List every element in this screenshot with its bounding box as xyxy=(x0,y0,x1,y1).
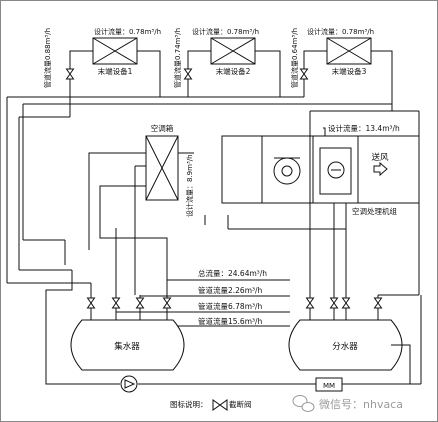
terminal-1-valve-icon xyxy=(66,68,74,80)
distributor-valve-2-icon xyxy=(330,297,338,309)
distributor-branches xyxy=(309,203,420,320)
pipe-flow-2-label: 管道流量6.78m³/h xyxy=(198,301,263,311)
terminal-1-pipe-flow: 管道流量0.88m³/h xyxy=(43,28,52,88)
water-collector: 集水器 xyxy=(70,319,185,371)
legend-prefix: 图标说明： xyxy=(170,399,208,409)
terminal-2-name: 末端设备2 xyxy=(216,66,251,76)
arrow-right-icon xyxy=(373,161,388,177)
air-box-name: 空调箱 xyxy=(151,123,174,133)
ahu-name: 空调处理机组 xyxy=(352,206,397,216)
watermark: 微信号：nhvaca xyxy=(292,395,403,412)
risers xyxy=(6,97,393,295)
terminal-3-design-flow: 设计流量：0.78m³/h xyxy=(307,27,374,36)
terminal-3-name: 末端设备3 xyxy=(332,66,367,76)
total-flow-label: 总流量：24.64m³/h xyxy=(198,268,267,278)
collector-valve-2-icon xyxy=(112,297,120,309)
pump-icon xyxy=(120,375,138,393)
fan-icon xyxy=(273,157,301,185)
supply-air-label: 送风 xyxy=(371,152,389,163)
terminal-2-design-flow: 设计流量：0.78m³/h xyxy=(192,27,259,36)
terminal-unit-3: 末端设备3 设计流量：0.78m³/h xyxy=(307,27,374,76)
pipe-flow-1-label: 管道流量2.26m³/h xyxy=(198,285,263,295)
terminal-1-name: 末端设备1 xyxy=(98,66,133,76)
coil-icon xyxy=(327,161,345,179)
air-box-design-flow: 设计流量：8.9m³/h xyxy=(185,154,194,217)
terminal-piping xyxy=(7,50,393,118)
water-distributor: 分水器 xyxy=(288,319,403,371)
distributor-label: 分水器 xyxy=(332,341,358,352)
flow-labels: 总流量：24.64m³/h 管道流量2.26m³/h 管道流量6.78m³/h … xyxy=(91,268,290,327)
wechat-icon xyxy=(292,395,315,412)
distributor-valve-3-icon xyxy=(342,297,350,309)
air-box-piping xyxy=(88,152,194,295)
air-handling-unit: 送风 设计流量：13.4m³/h 空调处理机组 xyxy=(221,123,420,216)
distributor-valve-4-icon xyxy=(374,297,382,309)
watermark-text: 微信号：nhvaca xyxy=(319,397,403,411)
terminal-2-valve-icon xyxy=(184,68,192,80)
terminal-2-pipe-flow: 管道流量0.74m³/h xyxy=(173,28,182,88)
flow-meter: MM xyxy=(315,377,343,392)
terminal-unit-1: 末端设备1 设计流量：0.78m³/h xyxy=(92,27,161,76)
bottom-loop xyxy=(45,270,422,385)
collector-label: 集水器 xyxy=(114,341,140,352)
air-handling-box: 空调箱 设计流量：8.9m³/h xyxy=(145,123,194,217)
distributor-valve-1-icon xyxy=(306,297,314,309)
terminal-3-valve-icon xyxy=(300,68,308,80)
legend: 图标说明： 截断阀 xyxy=(170,399,252,411)
terminal-3-pipe-flow: 管道流量0.64m³/h xyxy=(290,28,299,88)
terminal-unit-2: 末端设备2 设计流量：0.78m³/h xyxy=(192,27,259,76)
collector-valve-4-icon xyxy=(163,297,171,309)
collector-valve-3-icon xyxy=(136,297,144,309)
ahu-design-flow: 设计流量：13.4m³/h xyxy=(328,123,400,133)
terminal-1-design-flow: 设计流量：0.78m³/h xyxy=(94,27,161,36)
legend-valve-label: 截断阀 xyxy=(229,399,252,409)
collector-valve-1-icon xyxy=(87,297,95,309)
pipe-flow-3-label: 管道流量15.6m³/h xyxy=(198,316,263,326)
collector-branches xyxy=(90,278,168,320)
gate-valve-icon xyxy=(212,399,228,411)
meter-label: MM xyxy=(323,382,335,390)
